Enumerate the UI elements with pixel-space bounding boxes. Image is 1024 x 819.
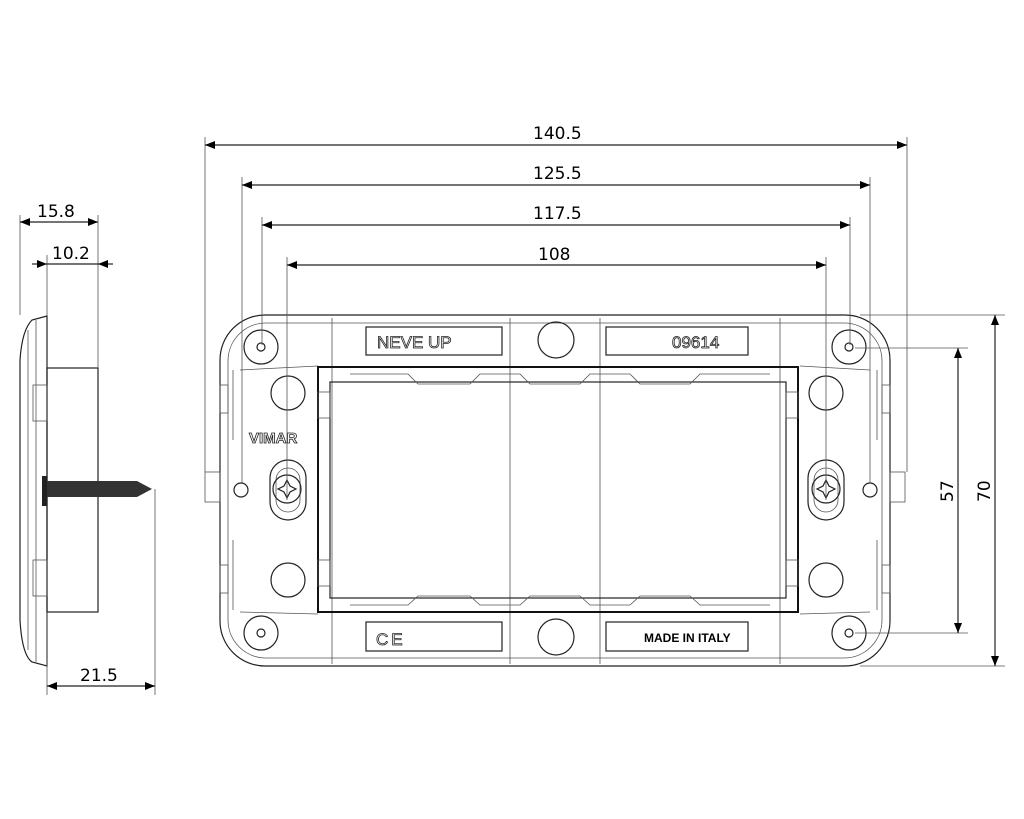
screw-slot-left [269, 459, 307, 521]
label-box-product-line [365, 326, 503, 356]
dim-width-2: 125.5 [533, 164, 582, 184]
dim-side-box-depth: 10.2 [52, 244, 90, 264]
label-box-ce [365, 621, 503, 652]
dim-overall-height: 70 [975, 480, 995, 502]
article-code-label: 09614 [672, 333, 719, 352]
dim-overall-width: 140.5 [533, 124, 582, 144]
screw [42, 476, 152, 506]
dim-height-2: 57 [938, 480, 958, 502]
ce-mark: CE [376, 630, 406, 649]
dim-side-depth-total: 15.8 [37, 202, 75, 222]
side-view: 15.8 10.2 21.5 [19, 202, 156, 695]
front-view: NEVE UP 09614 CE MADE IN ITALY VIMAR [204, 124, 1005, 667]
brand-logo: VIMAR [249, 430, 298, 447]
label-box-article-code [605, 326, 749, 356]
dim-width-3: 117.5 [533, 204, 582, 224]
origin-label: MADE IN ITALY [644, 631, 731, 645]
module-window [317, 366, 799, 613]
dim-screw-length: 21.5 [80, 666, 118, 686]
product-line-label: NEVE UP [377, 333, 452, 352]
corner-holes [243, 329, 867, 651]
dim-hole-spacing: 108 [538, 245, 570, 265]
label-box-origin [605, 621, 749, 652]
